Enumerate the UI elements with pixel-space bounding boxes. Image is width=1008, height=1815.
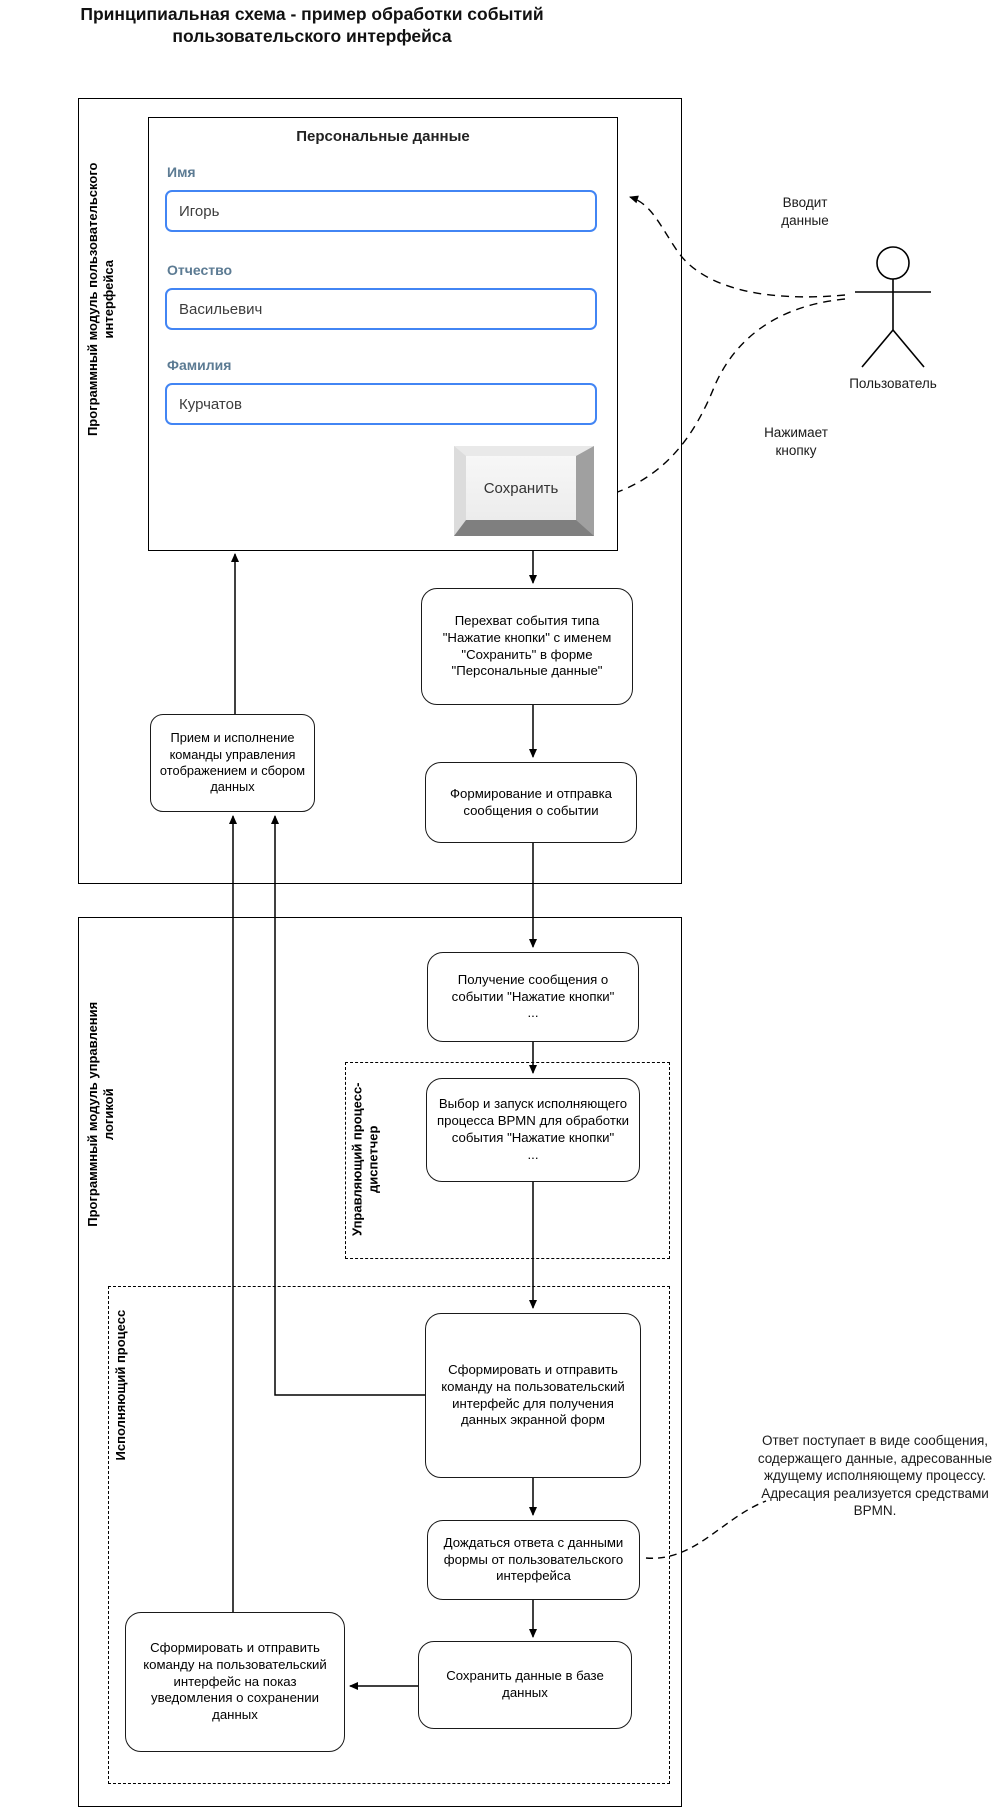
node-send-event: Формирование и отправка сообщения о собы… [425,762,637,843]
form-title: Персональные данные [296,128,470,145]
personal-data-form: Персональные данные Имя Отчество Фамилия… [148,117,618,551]
user-stick-figure-icon [855,246,931,368]
executor-container [108,1286,670,1784]
module-logic-box [78,917,682,1807]
save-button[interactable]: Сохранить [454,446,594,536]
enter-data-label: Вводит данные [781,195,829,228]
dispatcher-container [345,1062,670,1259]
field-label-name: Имя [167,164,196,180]
field-label-surname: Фамилия [167,357,232,373]
module-ui-label: Программный модуль пользовательского инт… [84,162,116,437]
field-label-patronymic: Отчество [167,262,233,278]
node-select-process: Выбор и запуск исполняющего процесса BPM… [426,1078,640,1182]
node-receive-command: Прием и исполнение команды управления от… [150,714,315,812]
executor-label: Исполняющий процесс [112,1309,128,1461]
node-command-notify: Сформировать и отправить команду на поль… [125,1612,345,1752]
patronymic-input[interactable] [165,288,597,330]
press-button-label: Нажимает кнопку [764,425,828,458]
user-label: Пользователь [849,376,937,391]
node-receive-event: Получение сообщения о событии "Нажатие к… [427,952,639,1042]
module-ui-box [78,98,682,884]
page-title: Принципиальная схема - пример обработки … [80,4,544,46]
node-command-get-data: Сформировать и отправить команду на поль… [425,1313,641,1478]
node-save-db: Сохранить данные в базе данных [418,1641,632,1729]
name-input[interactable] [165,190,597,232]
node-wait-answer: Дождаться ответа с данными формы от поль… [427,1520,640,1600]
dispatcher-label: Управляющий процесс-диспетчер [349,1082,381,1237]
node-intercept-event: Перехват события типа "Нажатие кнопки" с… [421,588,633,705]
module-logic-label: Программный модуль управления логикой [84,1001,116,1227]
surname-input[interactable] [165,383,597,425]
bpmn-note: Ответ поступает в виде сообщения, содерж… [757,1433,993,1519]
